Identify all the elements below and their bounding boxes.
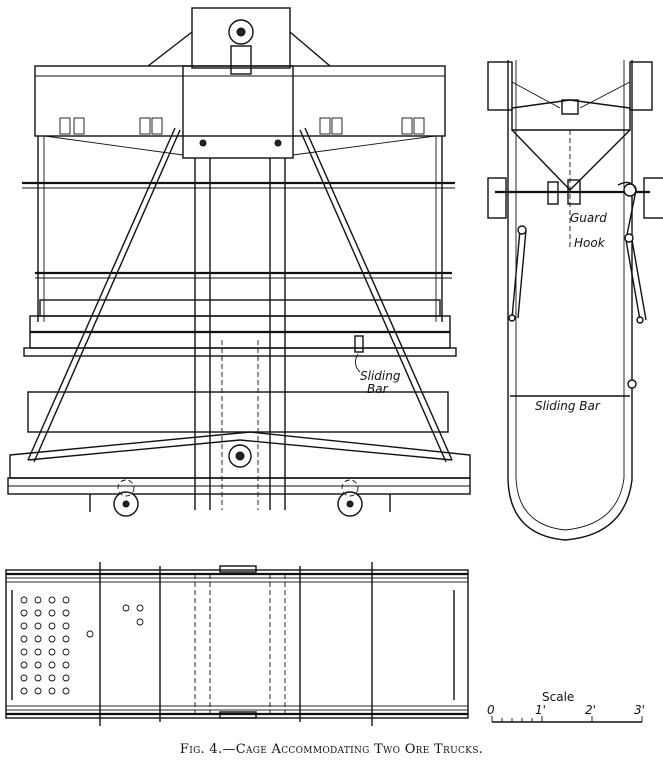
svg-text:1': 1'	[535, 703, 546, 717]
svg-text:3': 3'	[634, 703, 645, 717]
figure-caption: Fig. 4.—Cage Accommodating Two Ore Truck…	[0, 742, 663, 757]
scale-bar: Scale 0 1' 2' 3'	[487, 690, 645, 723]
svg-text:Sliding Bar: Sliding Bar	[535, 399, 601, 413]
front-elevation	[7, 7, 471, 517]
svg-text:Bar: Bar	[367, 382, 389, 396]
svg-text:0: 0	[487, 703, 495, 717]
svg-text:Guard: Guard	[570, 211, 607, 225]
scale-tick-0: 0	[487, 703, 495, 717]
plan-view	[5, 562, 469, 726]
sliding-bar-label-side: Sliding Bar	[535, 399, 601, 413]
svg-text:Sliding: Sliding	[360, 369, 401, 383]
sliding-bar-label-front-line2: Bar	[367, 382, 389, 396]
scale-tick-3: 3'	[634, 703, 645, 717]
svg-text:Hook: Hook	[574, 236, 606, 250]
sliding-bar-label-side-text: Sliding Bar	[535, 399, 601, 413]
guard-hook-label-line2: Hook	[574, 236, 606, 250]
scale-title: Scale	[542, 690, 574, 704]
figure-caption-text: Fig. 4.—Cage Accommodating Two Ore Truck…	[179, 742, 484, 757]
guard-hook-label-line1: Guard	[570, 211, 607, 225]
sliding-bar-label-front-line1: Sliding	[360, 369, 401, 383]
perforation-holes	[20, 596, 144, 695]
sliding-bar-label-front: Sliding Bar	[355, 353, 401, 396]
scale-tick-1: 1'	[535, 703, 546, 717]
guard-hook-label: Guard Hook	[570, 211, 607, 250]
svg-text:Scale: Scale	[542, 690, 574, 704]
side-elevation	[487, 60, 663, 541]
svg-text:2': 2'	[585, 703, 596, 717]
scale-tick-2: 2'	[585, 703, 596, 717]
